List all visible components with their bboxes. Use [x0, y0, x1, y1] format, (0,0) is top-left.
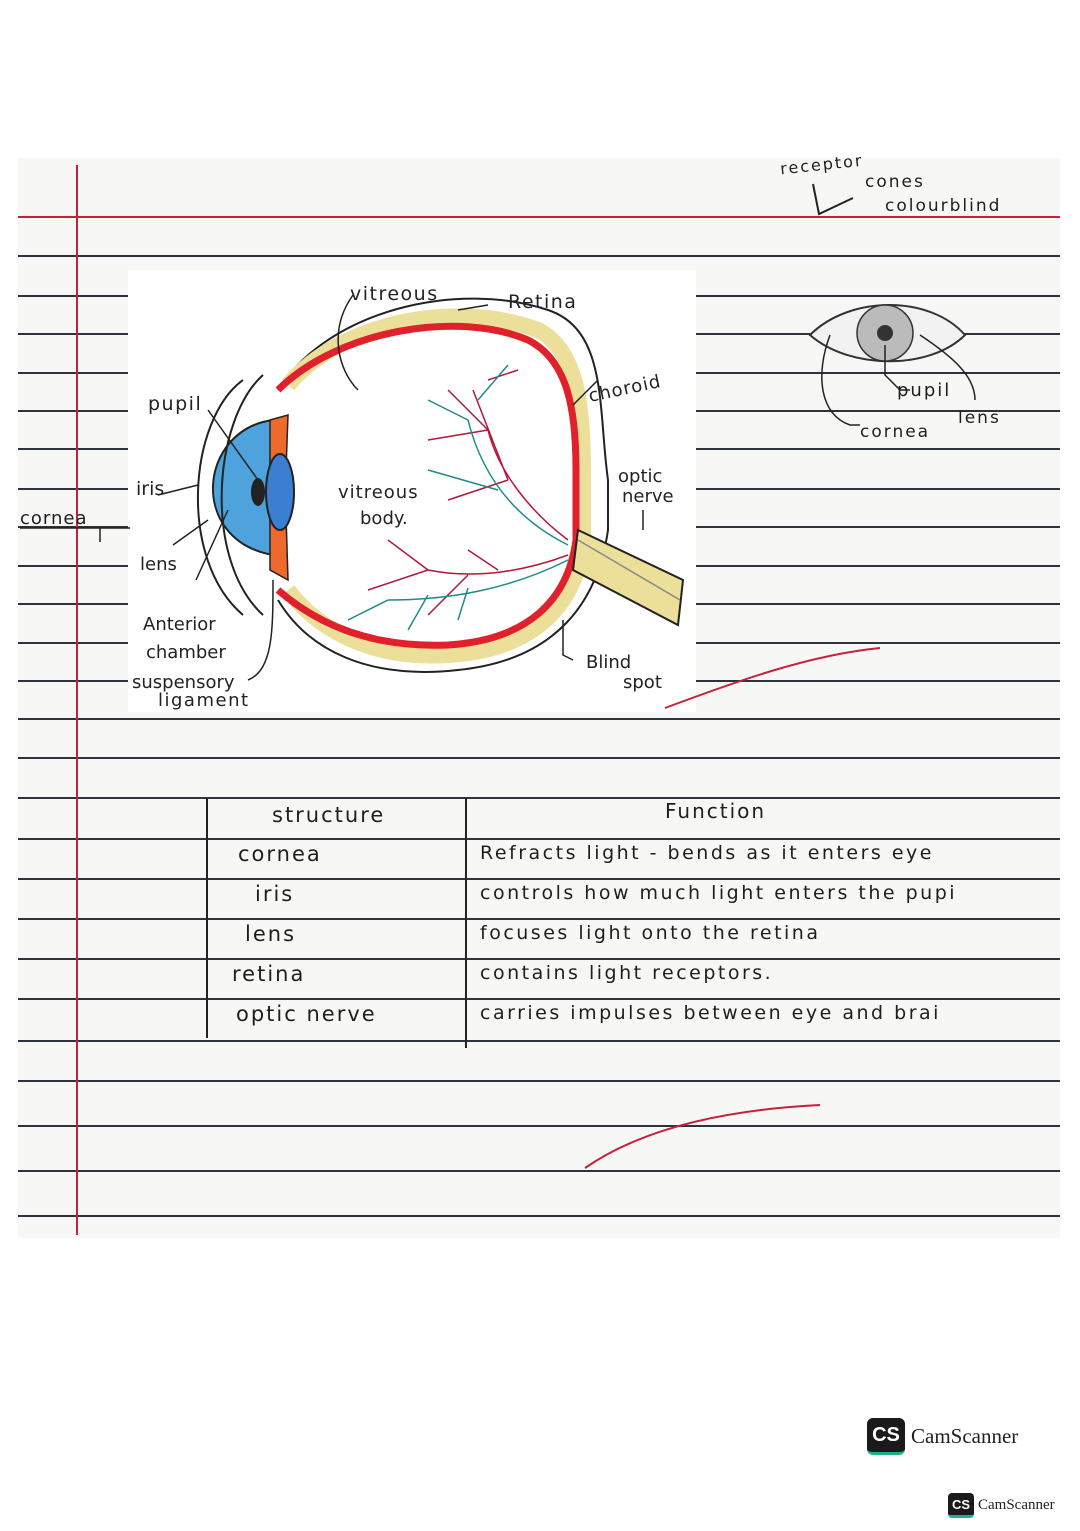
header-function: Function: [665, 799, 767, 823]
small-label-pupil: pupil: [897, 380, 952, 401]
table-cell-structure: cornea: [238, 842, 322, 866]
label-blind-2: spot: [623, 672, 662, 693]
ruled-line: [18, 878, 1060, 880]
eye-cross-section: vitreous Retina choroid pupil iris lens …: [132, 283, 685, 711]
table-cell-function: contains light receptors.: [480, 962, 774, 984]
label-choroid: choroid: [587, 371, 664, 407]
ruled-line: [18, 1080, 1060, 1082]
label-iris: iris: [136, 478, 164, 500]
table-cell-function: carries impulses between eye and brai: [480, 1002, 941, 1024]
small-eye-sketch: [808, 304, 976, 426]
label-vitreous: vitreous: [350, 283, 439, 305]
table-cell-structure: lens: [245, 922, 297, 946]
label-cornea: cornea: [20, 508, 88, 529]
table-cell-structure: retina: [232, 962, 306, 986]
header-structure: structure: [272, 803, 386, 827]
ruled-line: [18, 797, 1060, 799]
label-pupil: pupil: [148, 393, 202, 415]
label-vitreous-body-2: body.: [360, 508, 408, 529]
checkmark-2-icon: [584, 1104, 821, 1169]
table-cell-structure: iris: [255, 882, 295, 906]
label-suspensory-1: suspensory: [132, 672, 235, 693]
table-cell-function: Refracts light - bends as it enters eye: [480, 842, 934, 864]
camscanner-badge-small-icon: CS: [948, 1493, 974, 1518]
ruled-line: [18, 757, 1060, 759]
camscanner-name: CamScanner: [911, 1424, 1019, 1448]
label-optic-nerve-2: nerve: [622, 486, 674, 507]
note-arrow-icon: [812, 183, 854, 216]
table-cell-function: controls how much light enters the pupi: [480, 882, 958, 904]
cornea-pointer-icon: [20, 527, 130, 542]
margin-top-line: [18, 216, 1060, 218]
small-label-cornea: cornea: [860, 422, 931, 442]
note-cones: cones: [865, 172, 925, 192]
label-optic-nerve-1: optic: [618, 466, 662, 487]
table-column-divider: [465, 798, 467, 1048]
camscanner-logo-large: CS CamScanner: [867, 1418, 1018, 1455]
table-cell-function: focuses light onto the retina: [480, 922, 821, 944]
table-cell-structure: optic nerve: [236, 1002, 377, 1026]
ruled-line: [18, 958, 1060, 960]
ruled-line: [18, 838, 1060, 840]
margin-left-line: [76, 165, 78, 1235]
label-blind-1: Blind: [586, 652, 631, 673]
checkmark-1-icon: [664, 647, 881, 709]
eye-diagram: vitreous Retina choroid pupil iris lens …: [128, 270, 696, 712]
label-anterior-1: Anterior: [143, 614, 216, 635]
ruled-line: [18, 998, 1060, 1000]
label-vitreous-body-1: vitreous: [338, 482, 419, 503]
label-anterior-2: chamber: [146, 642, 226, 663]
ruled-line: [18, 1170, 1060, 1172]
ruled-line: [18, 918, 1060, 920]
table-left-border: [206, 798, 208, 1038]
small-label-lens: lens: [958, 408, 1001, 428]
ruled-line: [18, 1125, 1060, 1127]
camscanner-name-small: CamScanner: [978, 1497, 1055, 1513]
camscanner-logo-small: CS CamScanner: [948, 1493, 1055, 1518]
label-retina: Retina: [508, 291, 577, 313]
ruled-line: [18, 1040, 1060, 1042]
ruled-line: [18, 718, 1060, 720]
note-colourblind: colourblind: [885, 196, 1002, 216]
ruled-line: [18, 255, 1060, 257]
label-suspensory-2: ligament: [158, 690, 250, 711]
label-lens: lens: [140, 554, 177, 575]
camscanner-badge-icon: CS: [867, 1418, 905, 1455]
ruled-line: [18, 1215, 1060, 1217]
